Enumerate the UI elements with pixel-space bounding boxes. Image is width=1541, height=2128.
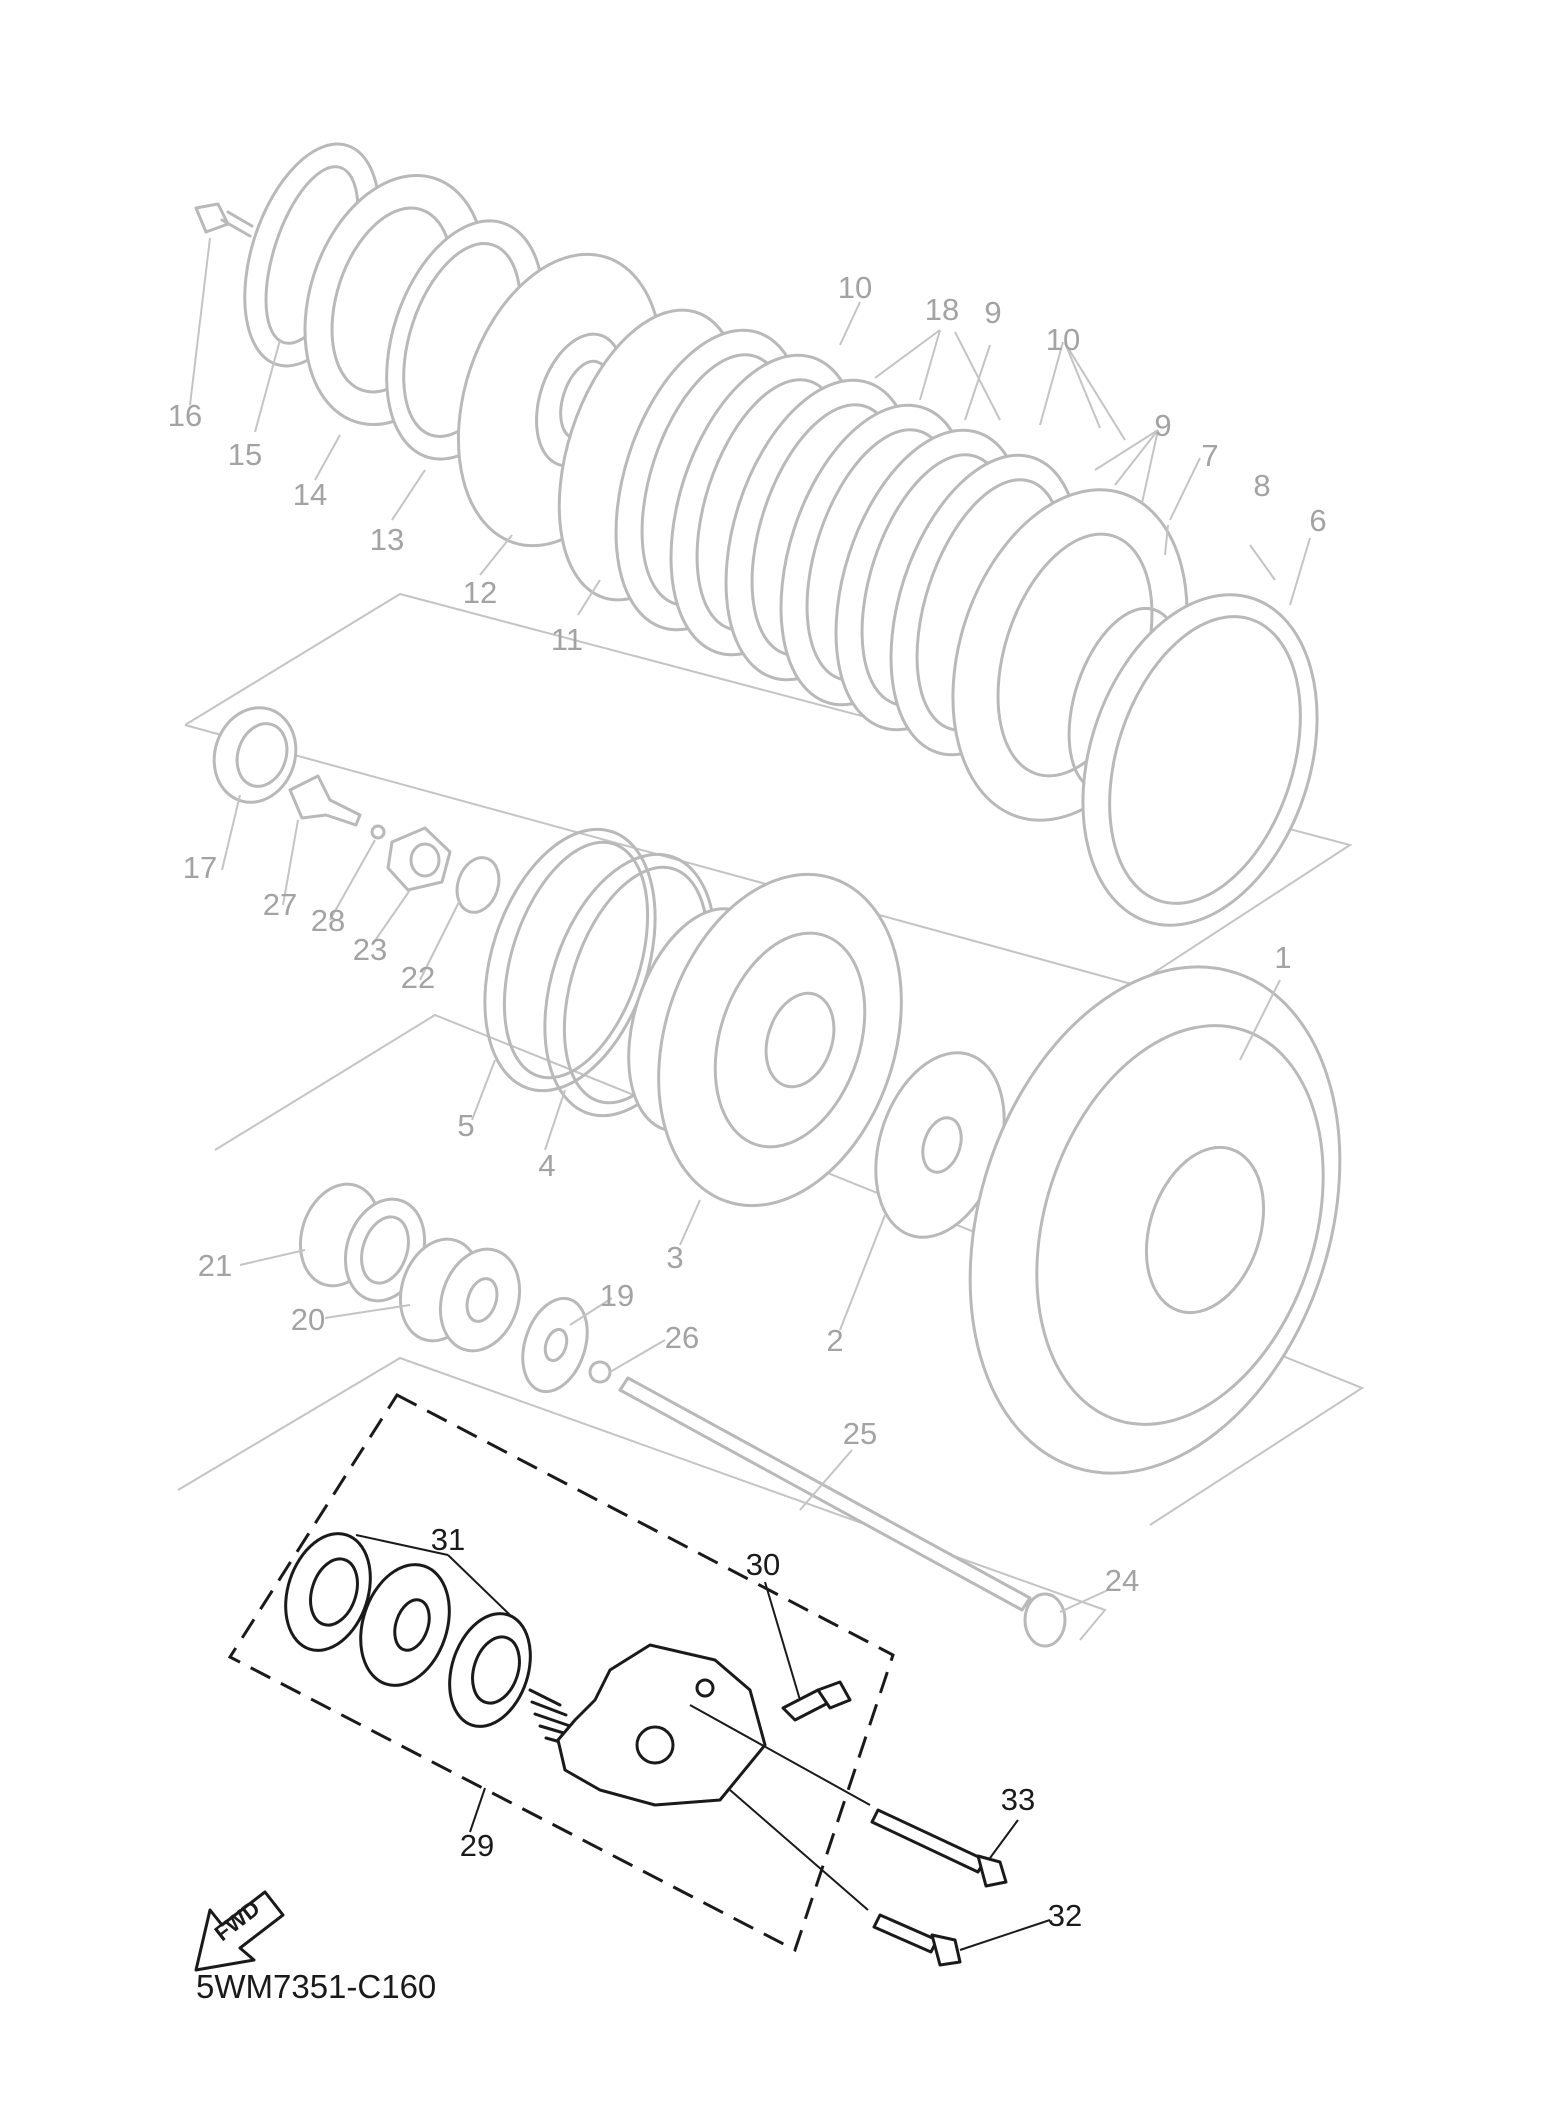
callout-8: 8 xyxy=(1253,468,1270,503)
callout-24: 24 xyxy=(1105,1563,1139,1598)
callout-28: 28 xyxy=(311,903,345,938)
callout-23: 23 xyxy=(353,932,387,967)
part-16-bolt xyxy=(194,202,254,238)
callout-30: 30 xyxy=(746,1547,780,1582)
part-31-seal-kit xyxy=(284,1532,532,1728)
callout-12: 12 xyxy=(463,575,497,610)
spring xyxy=(528,1688,577,1748)
callout-2: 2 xyxy=(826,1323,843,1358)
callout-22: 22 xyxy=(401,960,435,995)
callout-7: 7 xyxy=(1201,438,1218,473)
callout-labels-dark: 29 30 31 32 33 xyxy=(431,1522,1082,1933)
part-29-assembly-box xyxy=(227,1393,895,1953)
callout-10b: 10 xyxy=(1046,322,1080,357)
callout-21: 21 xyxy=(198,1248,232,1283)
callout-26: 26 xyxy=(665,1320,699,1355)
part-19-washer xyxy=(521,1296,589,1394)
part-25-push-rod xyxy=(618,1376,1032,1612)
callout-15: 15 xyxy=(228,437,262,472)
callout-33: 33 xyxy=(1001,1782,1035,1817)
callout-3: 3 xyxy=(666,1240,683,1275)
fwd-arrow-icon: FWD xyxy=(194,1890,285,1972)
callout-25: 25 xyxy=(843,1416,877,1451)
callout-1: 1 xyxy=(1274,940,1291,975)
part-26-ball xyxy=(588,1360,612,1384)
callout-4: 4 xyxy=(538,1148,555,1183)
part-3-clutch-boss xyxy=(627,872,903,1208)
callout-19: 19 xyxy=(600,1278,634,1313)
callout-31: 31 xyxy=(431,1522,465,1557)
part-28-ball xyxy=(370,824,386,840)
callout-14: 14 xyxy=(293,477,327,512)
leader-lines-faded xyxy=(189,237,1311,1613)
part-6-friction-plate xyxy=(1081,593,1319,927)
callout-6: 6 xyxy=(1309,503,1326,538)
part-32-bolt xyxy=(872,1913,962,1967)
master-cylinder-body xyxy=(556,1643,767,1807)
callout-16: 16 xyxy=(168,398,202,433)
part-1-primary-driven-gear xyxy=(968,965,1342,1475)
part-24-oil-seal xyxy=(1023,1592,1067,1648)
callout-27: 27 xyxy=(263,887,297,922)
callout-18: 18 xyxy=(925,292,959,327)
leader-lines-dark xyxy=(355,1534,1051,1951)
callout-5: 5 xyxy=(457,1108,474,1143)
part-33-bolt xyxy=(870,1808,1008,1888)
part-30-bleed-screw xyxy=(781,1680,852,1722)
part-23-nut xyxy=(386,826,452,892)
part-27-push-rod xyxy=(288,774,362,827)
callout-17: 17 xyxy=(183,850,217,885)
callout-29: 29 xyxy=(460,1828,494,1863)
callout-20: 20 xyxy=(291,1302,325,1337)
callout-10a: 10 xyxy=(838,270,872,305)
part-20-spacer xyxy=(398,1237,522,1353)
callout-13: 13 xyxy=(370,522,404,557)
callout-9b: 9 xyxy=(1154,408,1171,443)
part-22-lock-washer xyxy=(455,856,501,914)
callout-labels-faded: 1 2 3 4 5 6 7 8 9 9 10 10 11 12 13 14 15… xyxy=(168,270,1327,1598)
callout-32: 32 xyxy=(1048,1898,1082,1933)
callout-9a: 9 xyxy=(984,295,1001,330)
callout-11: 11 xyxy=(551,622,583,657)
diagram-code: 5WM7351-C160 xyxy=(196,1968,436,2005)
